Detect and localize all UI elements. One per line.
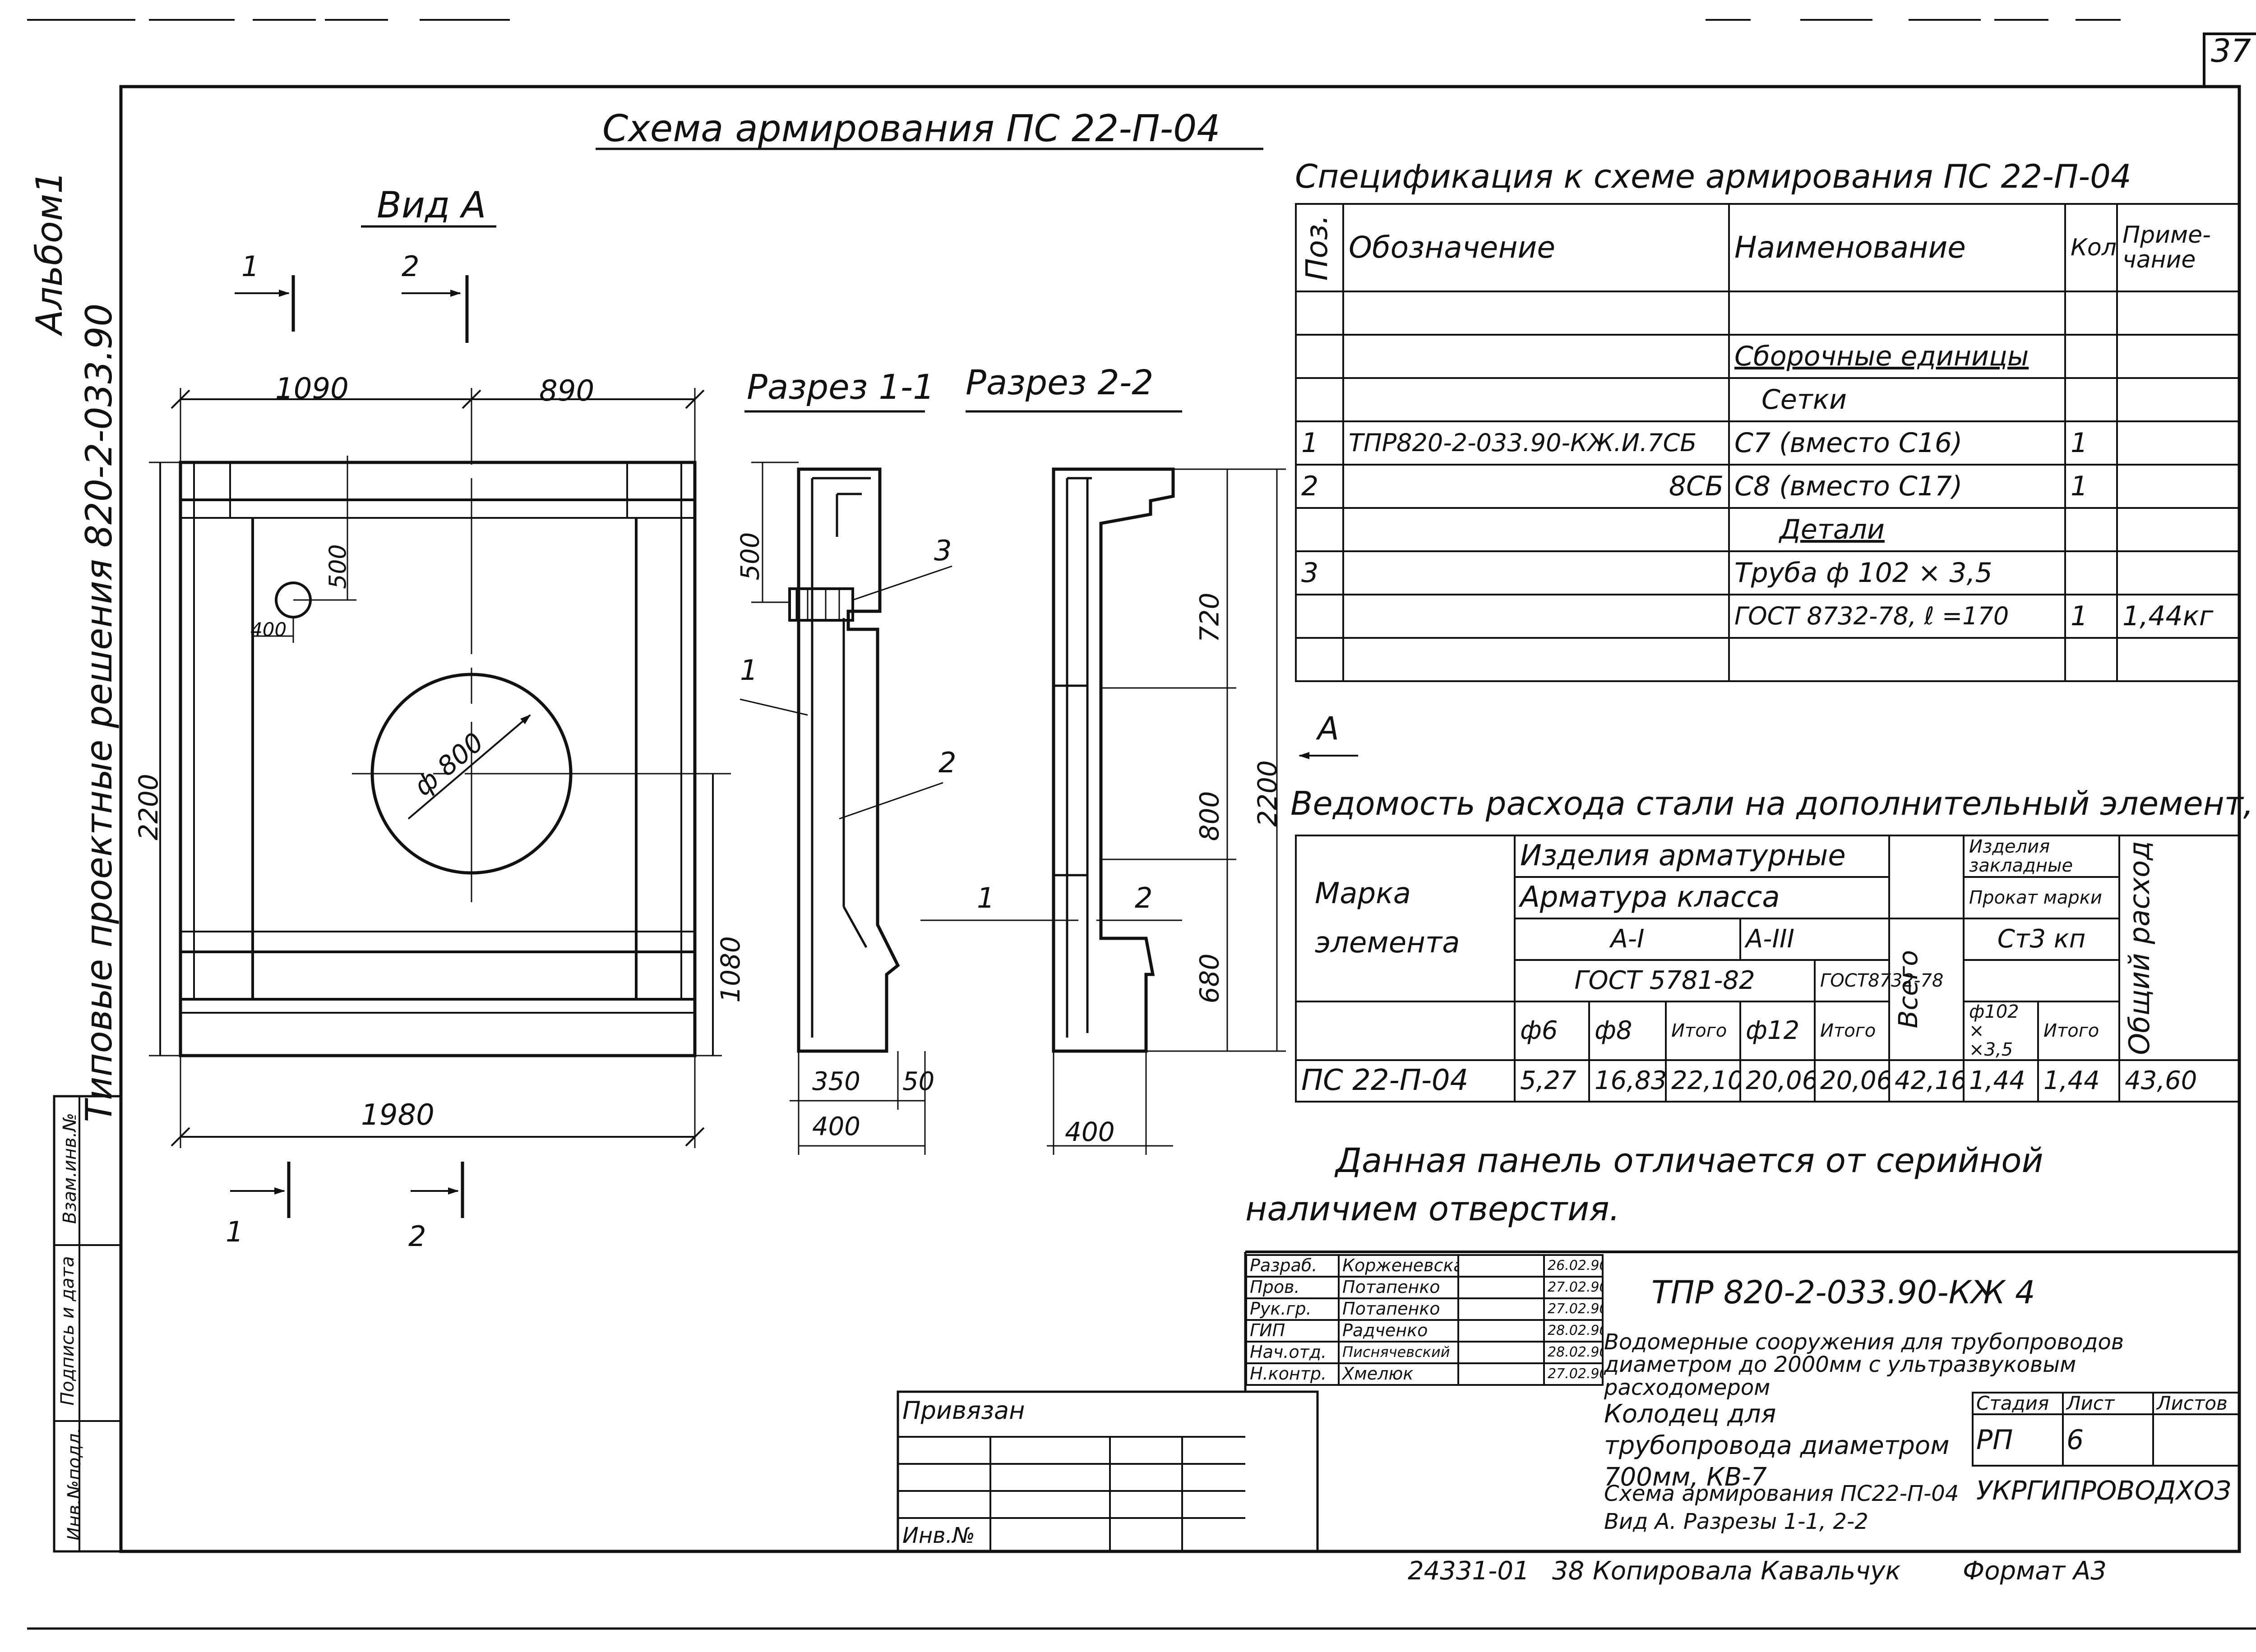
steel-gost2: ГОСТ8732-78	[1813, 959, 1965, 1002]
section-1-label: Разрез 1-1	[747, 367, 935, 407]
dim-400-hole: 400	[250, 618, 287, 641]
cut-mark-2-top: 2	[402, 250, 420, 283]
dim-s1-50: 50	[902, 1067, 935, 1096]
spec-group-parts: Детали	[1780, 513, 1885, 545]
stamp-org: УКРГИПРОВОДХОЗ	[1976, 1475, 2231, 1506]
dim-s2-720: 720	[1194, 592, 1225, 643]
callout-1: 1	[740, 654, 758, 687]
dim-s2-800: 800	[1194, 791, 1225, 841]
steel-prokat: Прокат марки	[1963, 876, 2121, 919]
stamp-stage: РП	[1972, 1413, 2064, 1467]
side-stamp-sign: Подпись и дата	[57, 1256, 78, 1406]
panel-note: Данная панель отличается от серийной нал…	[1245, 1141, 2043, 1229]
spec-header-name: Наименование	[1728, 203, 2066, 292]
steel-total-header: Общий расход	[2118, 835, 2240, 1061]
drawing-title: Схема армирования ПС 22-П-04	[602, 107, 1220, 150]
callout-2: 2	[938, 746, 957, 779]
dim-1980: 1980	[361, 1098, 435, 1132]
spec-header-qty: Кол	[2064, 203, 2118, 292]
steel-izd-arm: Изделия арматурные	[1513, 835, 1891, 878]
side-stamp-replace: Взам.инв.№	[60, 1112, 80, 1224]
steel-arm-class: Арматура класса	[1513, 876, 1891, 919]
album-label: Альбом1	[28, 171, 70, 335]
dim-1080: 1080	[715, 936, 746, 1003]
section-2-label: Разрез 2-2	[966, 362, 1154, 402]
view-a-label: Вид А	[377, 184, 486, 226]
bottom-code: 24331-01	[1408, 1556, 1530, 1586]
callout-2-s2: 2	[1135, 881, 1153, 914]
stamp-stage-label: Стадия	[1972, 1391, 2064, 1416]
cut-mark-1-top: 1	[241, 250, 259, 283]
steel-mark-header: Марка элемента	[1295, 835, 1516, 1002]
dim-s1-500: 500	[735, 532, 765, 581]
spec-header-note: Приме-чание	[2116, 203, 2240, 292]
stamp-signatures: Разраб.Корженевская26.02.90 Пров.Потапен…	[1245, 1254, 1604, 1386]
format-label: Формат А3	[1963, 1556, 2107, 1586]
table-row: Разраб.Корженевская26.02.90	[1245, 1254, 1604, 1278]
table-row	[1295, 637, 2240, 682]
dim-1090: 1090	[275, 372, 349, 406]
stamp-inv-no: Инв.№	[902, 1523, 975, 1548]
steel-izd-zakl: Изделия закладные	[1963, 835, 2121, 878]
steel-a1: А-I	[1514, 918, 1741, 961]
stamp-code: ТПР 820-2-033.90-КЖ 4	[1651, 1274, 2035, 1311]
stamp-sheet: 6	[2062, 1413, 2154, 1467]
dim-s2-680: 680	[1194, 953, 1225, 1004]
table-row: ПС 22-П-04 5,27 16,83 22,10 20,06 20,06 …	[1295, 1059, 2240, 1103]
table-row: Сборочные единицы	[1295, 334, 2240, 379]
dim-s1-400: 400	[812, 1112, 860, 1141]
spec-header-designation: Обозначение	[1342, 203, 1730, 292]
dim-2200-left: 2200	[133, 774, 164, 840]
dim-s2-400: 400	[1065, 1117, 1115, 1147]
spec-header-pos: Поз.	[1295, 203, 1344, 292]
table-row	[1295, 291, 2240, 336]
bottom-num: 38	[1552, 1556, 1585, 1586]
dim-s1-350: 350	[812, 1067, 860, 1096]
steel-title: Ведомость расхода стали на дополнительны…	[1290, 784, 2256, 822]
stamp-object: Колодец для трубопровода диаметром 700мм…	[1604, 1399, 1950, 1492]
stamp-sheets-label: Листов	[2152, 1391, 2240, 1416]
cut-mark-2-bottom: 2	[408, 1220, 426, 1253]
view-a-arrow-label: А	[1318, 710, 1339, 747]
spec-title: Спецификация к схеме армирования ПС 22-П…	[1295, 157, 2131, 195]
dim-890: 890	[539, 374, 595, 408]
stamp-sheet-label: Лист	[2062, 1391, 2154, 1416]
table-row: Сетки	[1295, 377, 2240, 422]
spec-header-row: Поз. Обозначение Наименование Кол Приме-…	[1295, 203, 2240, 292]
series-caption: Типовые проектные решения 820-2-033.90	[78, 303, 120, 1122]
stamp-sheet-title: Схема армирования ПС22-П-04 Вид А. Разре…	[1604, 1481, 1959, 1535]
side-stamp-inv: Инв.№подл.	[64, 1427, 85, 1541]
spec-group-assembly: Сборочные единицы	[1734, 340, 2029, 372]
callout-3: 3	[934, 534, 952, 567]
spec-group-meshes: Сетки	[1728, 377, 2066, 422]
stamp-project: Водомерные сооружения для трубопроводов …	[1604, 1329, 2124, 1400]
stamp-privyazan: Привязан	[902, 1396, 1025, 1425]
dim-s2-2200: 2200	[1252, 760, 1283, 827]
callout-1-s2: 1	[977, 881, 995, 914]
steel-a3: А-III	[1739, 918, 1891, 961]
steel-gost1: ГОСТ 5781-82	[1514, 959, 1816, 1002]
steel-table: Марка элемента Изделия арматурные Издели…	[1295, 835, 2240, 1103]
steel-st3: Ст3 кп	[1963, 918, 2121, 961]
table-row: Детали	[1295, 507, 2240, 552]
sheet-number: 37	[2211, 32, 2251, 69]
spec-table: Поз. Обозначение Наименование Кол Приме-…	[1295, 203, 2240, 682]
copied-by: Копировала Кавальчук	[1593, 1556, 1901, 1586]
cut-mark-1-bottom: 1	[226, 1215, 244, 1248]
dim-500-hole: 500	[324, 544, 352, 589]
